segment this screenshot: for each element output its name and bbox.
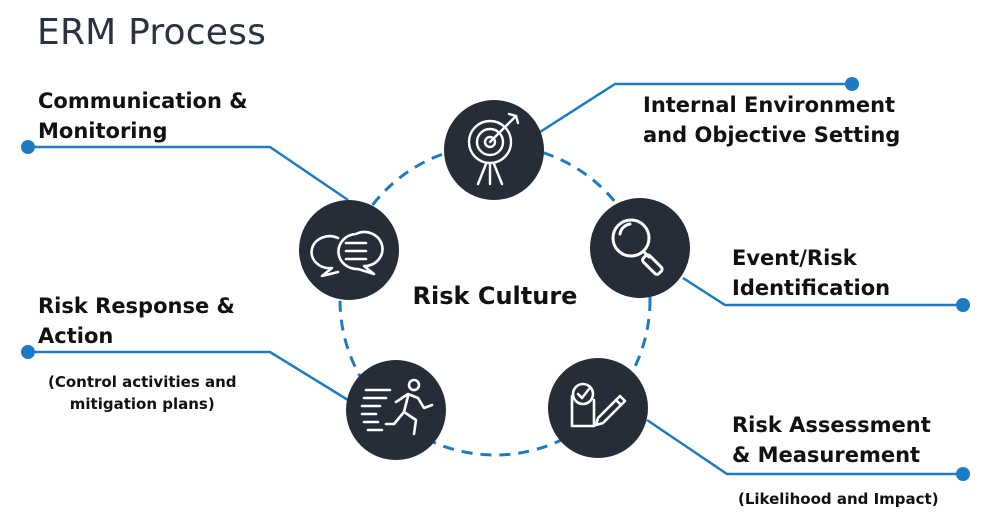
node-internal-environment — [444, 100, 544, 200]
step-line-1: Risk Assessment — [732, 413, 931, 437]
note-line-2: mitigation plans) — [69, 395, 215, 413]
step-line-1: Internal Environment — [643, 93, 896, 117]
endpoint-dot-communication — [21, 140, 35, 154]
step-label-risk-assessment: Risk Assessment & Measurement — [732, 410, 931, 470]
chat-bubbles-icon — [310, 230, 384, 278]
step-label-event-identification: Event/Risk Identification — [732, 243, 890, 303]
note-line-1: (Control activities and — [48, 373, 237, 391]
connector-internal-environment — [539, 82, 852, 134]
step-line-2: & Measurement — [732, 443, 921, 467]
step-line-2: and Objective Setting — [643, 123, 901, 147]
endpoint-dot-risk-assessment — [956, 467, 970, 481]
endpoint-dot-internal-environment — [845, 77, 859, 91]
node-risk-response — [346, 360, 446, 460]
step-line-2: Action — [38, 324, 114, 348]
endpoint-dot-risk-response — [21, 345, 35, 359]
checklist-pen-icon — [570, 382, 627, 428]
step-line-1: Event/Risk — [732, 246, 857, 270]
step-note-risk-response: (Control activities and mitigation plans… — [48, 371, 237, 415]
connector-communication — [28, 145, 349, 202]
step-label-risk-response: Risk Response & Action — [38, 291, 235, 351]
page-title: ERM Process — [37, 12, 267, 53]
node-risk-assessment — [548, 358, 648, 458]
step-line-1: Communication & — [38, 89, 248, 113]
connector-risk-assessment — [646, 418, 963, 476]
running-person-icon — [360, 378, 434, 436]
node-communication-monitoring — [299, 200, 399, 300]
step-line-2: Monitoring — [38, 119, 168, 143]
step-line-1: Risk Response & — [38, 294, 235, 318]
connector-risk-response — [28, 350, 349, 402]
step-label-communication: Communication & Monitoring — [38, 86, 248, 146]
step-line-2: Identification — [732, 276, 891, 300]
connector-event-identification — [682, 276, 963, 307]
step-note-risk-assessment: (Likelihood and Impact) — [738, 490, 939, 508]
endpoint-dot-event-identification — [956, 298, 970, 312]
target-icon — [467, 112, 520, 186]
magnifier-icon — [611, 218, 664, 276]
node-event-identification — [590, 198, 690, 298]
step-label-internal-environment: Internal Environment and Objective Setti… — [643, 90, 900, 150]
center-label: Risk Culture — [412, 282, 578, 310]
